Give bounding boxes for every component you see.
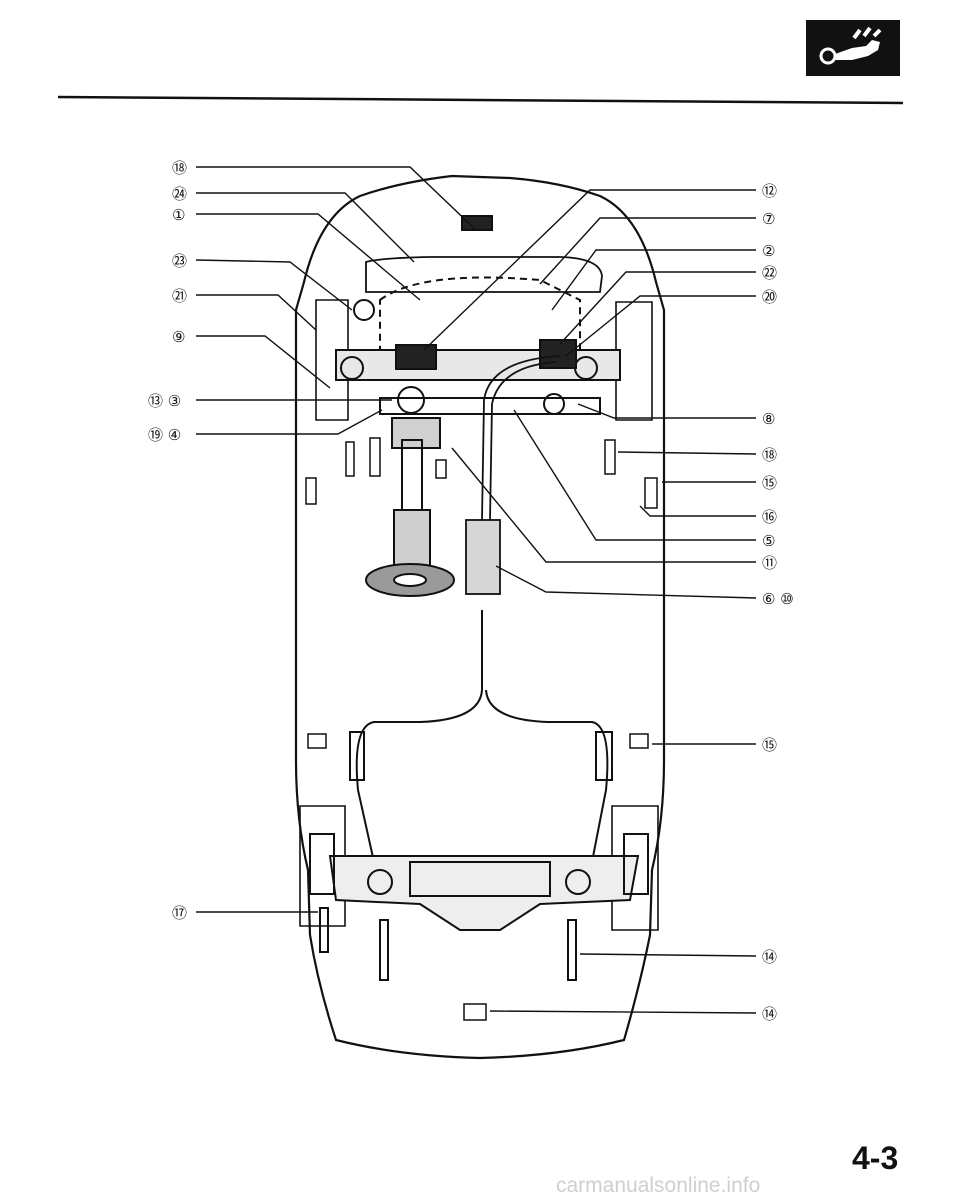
watermark-text: carmanualsonline.info: [556, 1174, 761, 1197]
header-rule: [57, 95, 904, 105]
leader-lines: [195, 166, 757, 1014]
callout-label: ⑰: [172, 904, 187, 922]
callout-label: ⑥ ⑩: [762, 590, 794, 608]
callout-label: ⑱: [172, 159, 187, 177]
shift-cables: [465, 355, 561, 595]
callout-label: ⑲ ④: [148, 426, 181, 444]
callout-label: ①: [172, 206, 185, 224]
callout-labels: ⑱ ㉔ ① ㉓ ㉑ ⑨ ⑬ ③ ⑲ ④ ⑰ ⑫ ⑦ ② ㉒ ⑳ ⑧ ⑱ ⑮ ⑯ …: [148, 159, 794, 1023]
callout-label: ⑳: [762, 288, 777, 306]
callout-label: ⑪: [762, 554, 777, 572]
callout-label: ⑭: [762, 948, 777, 966]
callout-label: ㉓: [172, 252, 187, 270]
callout-label: ②: [762, 242, 775, 260]
callout-label: ⑤: [762, 532, 775, 550]
page-number: 4-3: [852, 1140, 899, 1176]
callout-label: ㉑: [172, 287, 187, 305]
callout-label: ㉔: [172, 185, 187, 203]
callout-label: ⑮: [762, 474, 777, 492]
callout-label: ㉒: [762, 264, 777, 282]
steering-assembly: [365, 439, 455, 597]
callout-label: ⑭: [762, 1005, 777, 1023]
rear-subframe: [309, 610, 649, 981]
callout-label: ⑫: [762, 182, 777, 200]
callout-label: ⑦: [762, 210, 775, 228]
callout-label: ⑱: [762, 446, 777, 464]
callout-label: ⑧: [762, 410, 775, 428]
front-subframe: [335, 215, 621, 449]
callout-label: ⑯: [762, 508, 777, 526]
callout-label: ⑬ ③: [148, 392, 181, 410]
callout-label: ⑮: [762, 736, 777, 754]
callout-label: ⑨: [172, 328, 185, 346]
wrench-fist-icon: [806, 20, 900, 76]
mount-brackets: [305, 437, 658, 1021]
